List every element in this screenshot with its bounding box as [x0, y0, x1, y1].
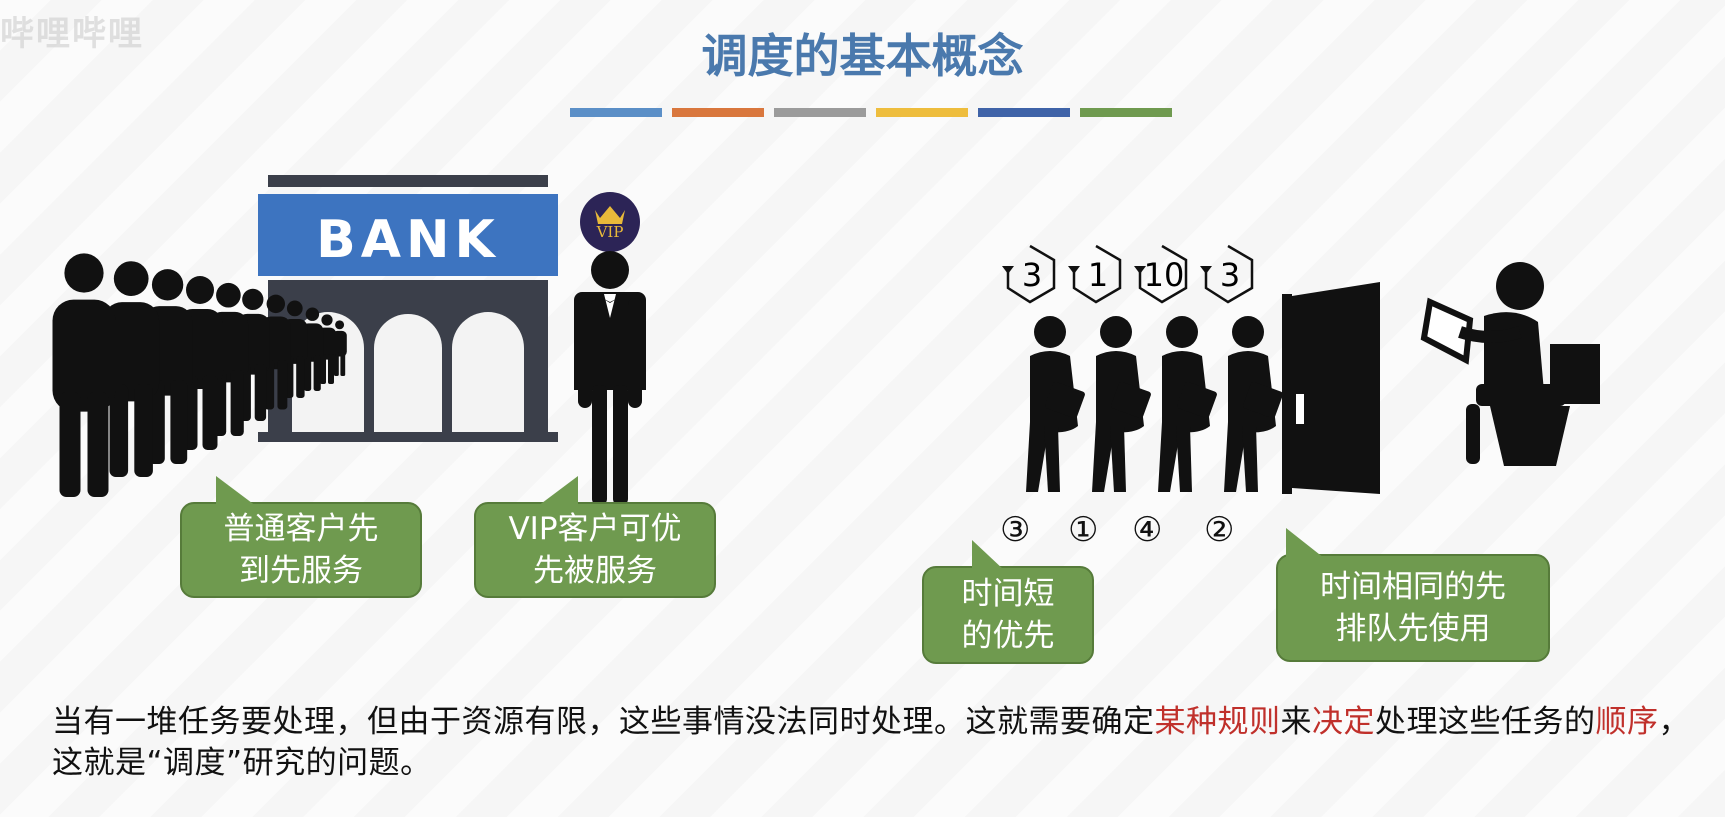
color-bar: [1080, 108, 1172, 117]
people-queue: [52, 253, 347, 497]
color-bar: [570, 108, 662, 117]
door: [1282, 282, 1380, 494]
bubble-vip-line1: VIP客户可优: [508, 511, 682, 547]
color-bar: [774, 108, 866, 117]
bank-queue-illustration: BANK VIP: [52, 175, 646, 505]
para-text-2: 来: [1280, 704, 1312, 740]
para-text-4: ，这就是“调度”研究的问题。: [52, 704, 1690, 781]
bubble-same-line1: 时间相同的先: [1320, 569, 1506, 605]
bank-sign-text: BANK: [316, 210, 500, 270]
timer-badge: 10: [1134, 244, 1188, 304]
color-bar: [978, 108, 1070, 117]
timer-badge: 3: [1200, 244, 1254, 304]
para-highlight-decide: 决定: [1312, 704, 1375, 740]
vip-badge-text: VIP: [596, 223, 624, 241]
timer-badge: 3: [1002, 244, 1056, 304]
para-highlight-order: 顺序: [1595, 704, 1659, 740]
para-text-3: 处理这些任务的: [1375, 704, 1596, 740]
para-highlight-rule: 某种规则: [1154, 704, 1281, 740]
bubble-short-first: 时间短 的优先: [922, 540, 1094, 664]
timer-value: 1: [1088, 256, 1108, 294]
order-number: ④: [1132, 510, 1163, 550]
timer-value: 3: [1220, 256, 1240, 294]
color-bar: [876, 108, 968, 117]
timer-value: 3: [1022, 256, 1042, 294]
waiting-people: [1026, 316, 1283, 492]
timer-badges: 3 1 10 3: [1002, 244, 1254, 304]
para-text-1: 当有一堆任务要处理，但由于资源有限，这些事情没法同时处理。这就需要确定: [52, 704, 1155, 740]
toilet-reader: [1420, 262, 1600, 466]
watermark-logo: 哔哩哔哩: [0, 14, 144, 54]
order-number: ③: [1000, 510, 1031, 550]
order-number: ②: [1204, 510, 1235, 550]
color-bar: [672, 108, 764, 117]
bubble-vip-customers: VIP客户可优 先被服务: [474, 476, 716, 598]
bubble-normal-line2: 到先服务: [239, 553, 363, 589]
bubble-vip-line2: 先被服务: [532, 553, 657, 589]
bubble-short-line2: 的优先: [961, 618, 1055, 654]
vip-person: VIP: [574, 192, 646, 505]
bubble-same-line2: 排队先使用: [1335, 611, 1491, 647]
bubble-normal-line1: 普通客户先: [223, 511, 379, 547]
order-number: ①: [1068, 510, 1099, 550]
explanation-paragraph: 当有一堆任务要处理，但由于资源有限，这些事情没法同时处理。这就需要确定某种规则来…: [52, 702, 1712, 784]
title-color-bars: [570, 108, 1172, 117]
slide-title: 调度的基本概念: [701, 29, 1024, 83]
timer-badge: 1: [1068, 244, 1122, 304]
bubble-short-line1: 时间短: [961, 576, 1055, 612]
restroom-queue-illustration: 3 1 10 3: [1002, 244, 1600, 494]
bubble-same-time-fifo: 时间相同的先 排队先使用: [1276, 528, 1550, 662]
timer-value: 10: [1144, 256, 1185, 294]
bubble-normal-customers: 普通客户先 到先服务: [180, 476, 422, 598]
bank-building: BANK: [258, 175, 558, 442]
